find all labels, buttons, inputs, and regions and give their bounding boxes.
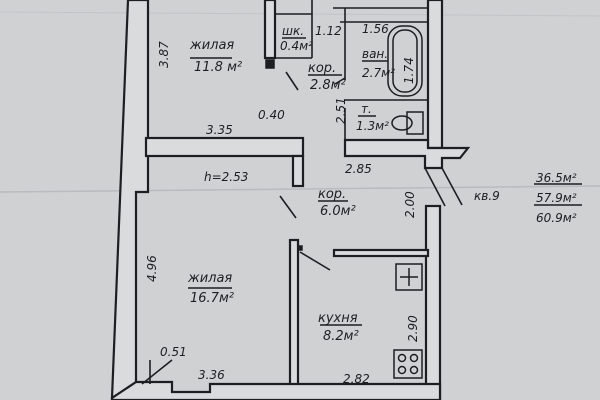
dim-2-85: 2.85 <box>345 162 372 176</box>
thin-lines <box>141 0 582 385</box>
room-corridor1-name: кор. <box>308 61 336 76</box>
room-kitchen-area: 8.2м² <box>323 329 359 344</box>
dim-1-74: 1.74 <box>402 57 416 84</box>
toilet-bowl-icon <box>391 115 413 131</box>
apartment-gross-area: 60.9м² <box>536 211 577 225</box>
entrance-line-1 <box>424 167 446 207</box>
dim-2-82: 2.82 <box>343 372 370 386</box>
door-swing-3 <box>299 251 331 271</box>
room-corridor2-area: 6.0м² <box>320 204 356 219</box>
outer-wall-bottom <box>110 380 442 400</box>
dim-3-36: 3.36 <box>198 368 225 382</box>
bathtub-icon <box>387 25 423 97</box>
vent-icon <box>265 59 275 69</box>
small-room-labels: шк. 0.4м² ван. 2.7м² т. 1.3м² <box>280 24 395 133</box>
room-corridor2-name: кор. <box>318 187 346 202</box>
outer-wall-right-lower <box>424 204 442 400</box>
dim-2-51: 2.51 <box>334 97 348 124</box>
room-toilet-area: 1.3м² <box>356 119 389 133</box>
room-labels: жилая 11.8 м² жилая 16.7м² кухня 8.2м² к… <box>187 38 359 344</box>
stove-burner-icon <box>409 353 419 363</box>
stove-burner-icon <box>409 365 419 375</box>
wall-bath-bottom <box>343 138 471 170</box>
wall-kitchen-top <box>332 248 430 258</box>
room-corridor1-area: 2.8м² <box>310 78 346 93</box>
wall-pillar <box>291 154 305 188</box>
ceiling-height: h=2.53 <box>204 170 248 184</box>
dim-2-90: 2.90 <box>406 315 420 342</box>
room-wardrobe-area: 0.4м² <box>280 39 313 53</box>
room-living2-name: жилая <box>187 271 232 286</box>
dim-0-40: 0.40 <box>258 108 285 122</box>
balcony-diag <box>141 359 173 385</box>
bathtub-inner-icon <box>392 29 418 93</box>
paper-fold-line <box>0 185 600 193</box>
room-living1-name: жилая <box>189 38 234 53</box>
dim-1-56: 1.56 <box>362 22 389 36</box>
wall-living1-wardrobe <box>263 0 277 60</box>
stove-burner-icon <box>397 353 407 363</box>
room-toilet-name: т. <box>361 102 372 116</box>
dim-2-00: 2.00 <box>403 191 417 218</box>
fixtures <box>265 25 424 379</box>
sink-icon <box>395 263 423 291</box>
dim-4-96: 4.96 <box>145 255 159 282</box>
room-bath-name: ван. <box>362 47 388 61</box>
walls <box>110 0 471 400</box>
vent-icon-2 <box>297 245 303 251</box>
apartment-summary: кв.9 36.5м² 57.9м² 60.9м² <box>474 171 577 225</box>
wall-kitchen-left <box>288 238 300 390</box>
wall-living1-living2 <box>144 136 305 158</box>
stove-icon <box>393 349 423 379</box>
door-swing-1 <box>285 71 299 91</box>
outer-wall-right-upper <box>426 0 444 150</box>
dim-1-12: 1.12 <box>315 24 342 38</box>
apartment-total-area: 57.9м² <box>536 191 577 205</box>
entrance-line-2 <box>441 167 463 206</box>
door-swing-2 <box>279 195 297 219</box>
room-kitchen-name: кухня <box>318 311 358 326</box>
room-living1-area: 11.8 м² <box>194 60 242 75</box>
room-wardrobe-name: шк. <box>282 24 304 38</box>
dim-3-35: 3.35 <box>206 123 233 137</box>
dim-0-51: 0.51 <box>160 345 187 359</box>
toilet-tank-icon <box>406 111 424 135</box>
dimension-labels: 3.87 3.35 0.40 1.12 1.56 1.74 2.51 2.85 … <box>145 22 420 386</box>
door-swing-4 <box>334 77 346 85</box>
stove-burner-icon <box>397 365 407 375</box>
apartment-label: кв.9 <box>474 189 500 203</box>
room-living2-area: 16.7м² <box>190 291 234 306</box>
dim-3-87: 3.87 <box>157 41 171 68</box>
apartment-living-area: 36.5м² <box>536 171 577 185</box>
room-bath-area: 2.7м² <box>362 66 395 80</box>
